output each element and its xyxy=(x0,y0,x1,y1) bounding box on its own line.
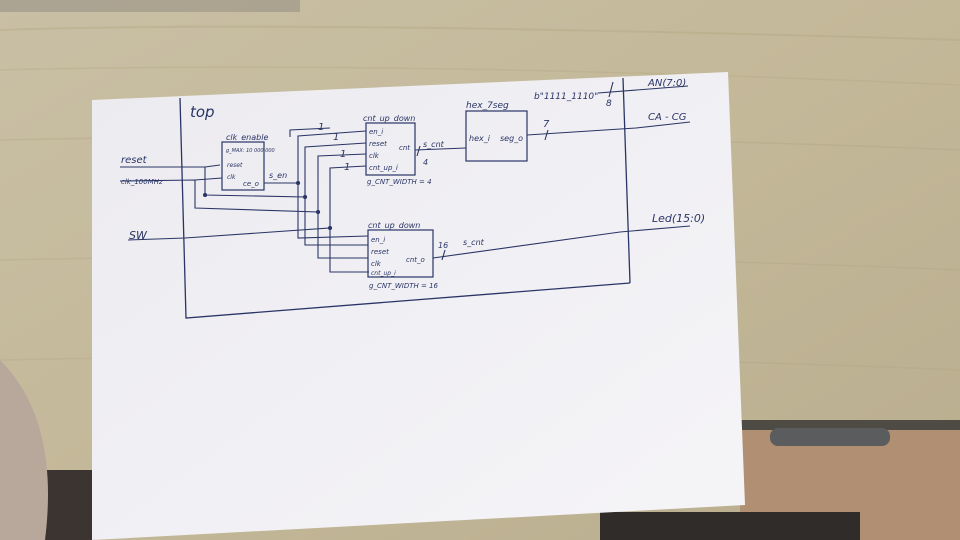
svg-text:cnt_up_down: cnt_up_down xyxy=(368,221,420,230)
const-one-wires xyxy=(289,127,331,137)
reset-wire xyxy=(120,166,368,246)
svg-text:s_en: s_en xyxy=(269,171,287,180)
svg-text:clk: clk xyxy=(227,174,236,181)
led-out-wire xyxy=(432,225,691,259)
svg-text:reset: reset xyxy=(369,140,387,148)
an-constant: b"1111_1110" 8 xyxy=(534,92,612,109)
svg-text:clk: clk xyxy=(369,152,380,160)
svg-text:g_CNT_WIDTH = 16: g_CNT_WIDTH = 16 xyxy=(369,282,439,290)
counter-bottom-block: cnt_up_down en_i reset clk cnt_up_i cnt_… xyxy=(367,221,485,290)
svg-text:hex_i: hex_i xyxy=(469,134,491,143)
svg-text:en_i: en_i xyxy=(369,128,383,136)
an-out-wire xyxy=(597,85,689,94)
seg-out-wire xyxy=(526,121,691,136)
svg-text:seg_o: seg_o xyxy=(500,134,523,143)
svg-text:g_CNT_WIDTH = 4: g_CNT_WIDTH = 4 xyxy=(367,178,432,186)
s-en-wire xyxy=(264,130,367,184)
reset-wire-branch xyxy=(204,164,221,168)
svg-text:g_MAX: 10 000 000: g_MAX: 10 000 000 xyxy=(226,148,275,154)
svg-text:cnt: cnt xyxy=(399,144,410,152)
clk-enable-block: clk_enable g_MAX: 10 000 000 reset clk c… xyxy=(221,133,287,191)
svg-text:hex_7seg: hex_7seg xyxy=(466,101,509,111)
hex-7seg-block: hex_7seg hex_i seg_o 7 xyxy=(465,101,550,162)
top-module-label: top xyxy=(190,103,215,121)
top-module-boundary xyxy=(179,77,631,319)
port-sw: SW xyxy=(129,229,148,242)
port-an: AN(7:0) xyxy=(647,78,686,89)
bottom-cnt-bus-slash xyxy=(441,249,446,261)
reset-wire-top-counter xyxy=(304,142,367,197)
svg-text:cnt_up_down: cnt_up_down xyxy=(363,114,415,123)
svg-text:7: 7 xyxy=(543,119,550,130)
svg-text:b"1111_1110": b"1111_1110" xyxy=(534,92,598,102)
clk-wire-top-counter xyxy=(317,153,367,212)
top-cnt-bus-slash xyxy=(416,145,421,157)
chair-edge xyxy=(0,360,48,540)
output-port-labels: AN(7:0) CA - CG Led(15:0) xyxy=(647,78,705,225)
svg-text:1: 1 xyxy=(344,162,350,173)
port-led: Led(15:0) xyxy=(652,212,705,225)
svg-text:reset: reset xyxy=(227,162,243,169)
svg-text:cnt_o: cnt_o xyxy=(406,256,425,264)
port-reset: reset xyxy=(121,155,148,166)
svg-text:reset: reset xyxy=(371,248,389,256)
svg-text:1: 1 xyxy=(333,132,339,143)
svg-text:16: 16 xyxy=(438,241,448,250)
svg-text:s_cnt: s_cnt xyxy=(423,140,445,149)
port-clk: clk_100MHz xyxy=(121,178,163,186)
an-bus-slash xyxy=(608,81,614,98)
const-one-labels: 1 1 1 1 xyxy=(318,122,350,173)
floor-dark-area xyxy=(0,420,960,540)
s-en-wire-bottom xyxy=(297,183,369,239)
seg-bus-slash xyxy=(544,129,549,141)
sw-wire-top-counter xyxy=(329,165,367,228)
svg-text:s_cnt: s_cnt xyxy=(463,238,485,247)
clk-wire-branch xyxy=(194,177,223,181)
svg-text:cnt_up_i: cnt_up_i xyxy=(369,164,398,172)
svg-text:1: 1 xyxy=(318,122,324,133)
junction-dots xyxy=(203,181,333,230)
svg-text:clk: clk xyxy=(371,260,382,268)
svg-text:ce_o: ce_o xyxy=(243,180,259,188)
input-port-labels: reset clk_100MHz SW xyxy=(121,155,163,242)
svg-text:clk_enable: clk_enable xyxy=(226,133,268,142)
top-cnt-to-hex-wire xyxy=(414,147,467,151)
svg-text:4: 4 xyxy=(423,158,428,167)
counter-top-block: cnt_up_down en_i reset clk cnt_up_i cnt … xyxy=(363,114,445,186)
svg-text:8: 8 xyxy=(606,99,612,109)
wiring xyxy=(119,81,691,273)
clk-wire xyxy=(119,179,368,259)
port-ca-cg: CA - CG xyxy=(648,112,687,123)
svg-text:en_i: en_i xyxy=(371,236,385,244)
paper-sheet xyxy=(92,72,745,540)
svg-text:cnt_up_i: cnt_up_i xyxy=(371,270,396,277)
svg-text:1: 1 xyxy=(340,149,346,160)
